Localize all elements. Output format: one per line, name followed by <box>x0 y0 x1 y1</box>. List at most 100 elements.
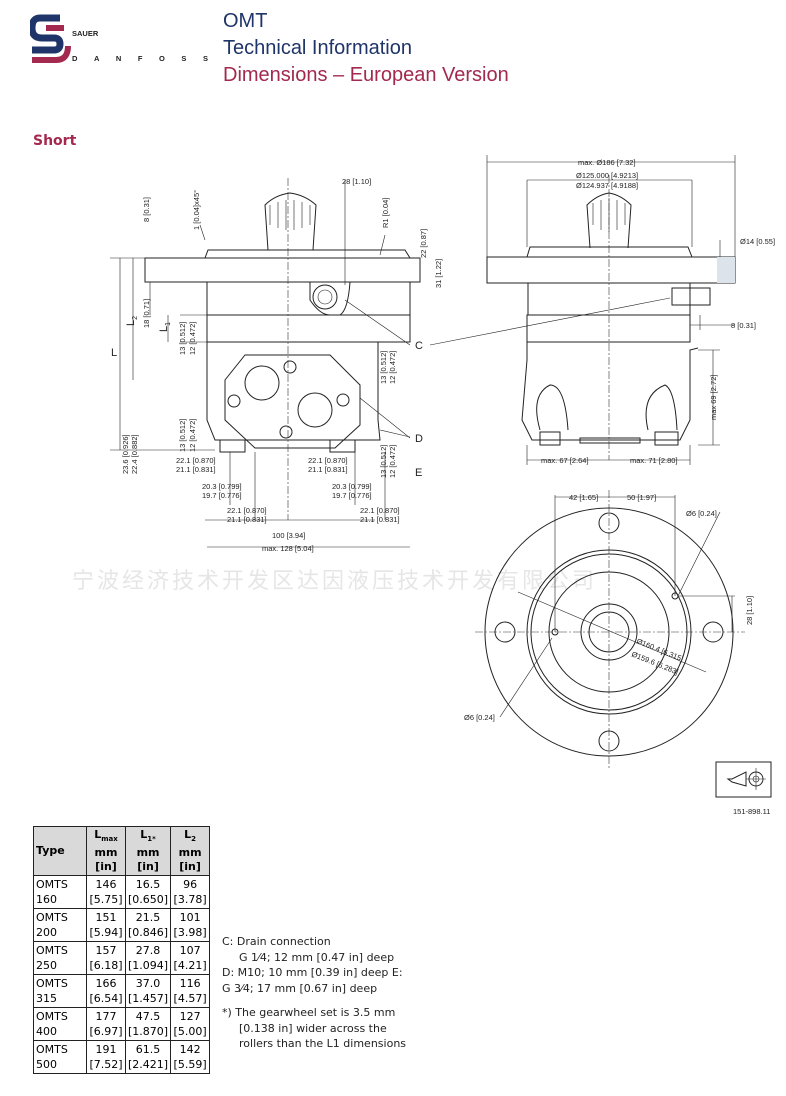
dim-label: 22 [0.87] <box>419 229 428 258</box>
note-c: C: Drain connection <box>222 935 331 948</box>
dim-label: max. 71 [2.80] <box>630 456 678 465</box>
dim-label: 23.6 [0.926] <box>121 434 130 474</box>
dim-label: 12 [0.472] <box>188 322 197 355</box>
header-type: Type <box>33 825 87 877</box>
dim-label: max. Ø186 [7.32] <box>578 158 636 167</box>
dim-label: 18 [0.71] <box>142 299 151 328</box>
dim-label: 13 [0.512] <box>178 419 187 452</box>
dim-label: max. 128 [5.04] <box>262 544 314 553</box>
document-type: Technical Information <box>223 37 412 59</box>
dim-label: 12 [0.472] <box>188 419 197 452</box>
product-name: OMT <box>223 10 268 32</box>
dim-label: 22.1 [0.870] <box>227 506 267 515</box>
dim-label: 22.1 [0.870] <box>308 456 348 465</box>
label-C: C <box>415 340 423 352</box>
dim-label: 28 [1.10] <box>342 177 371 186</box>
label-L: L <box>111 347 117 359</box>
front-view-outline <box>429 155 736 465</box>
table-cell-lmax: 177[6.97] <box>86 1007 126 1042</box>
dim-label: 42 [1.65] <box>569 493 598 502</box>
table-cell-l1: 21.5[0.846] <box>124 908 172 943</box>
table-cell-lmax: 151[5.94] <box>86 908 126 943</box>
table-cell-lmax: 191[7.52] <box>86 1040 126 1075</box>
label-L1: L1 <box>158 322 172 332</box>
dim-label: 8 [0.31] <box>731 321 756 330</box>
footnote-line3: rollers than the L1 dimensions <box>239 1037 407 1050</box>
dim-label: 22.1 [0.870] <box>176 456 216 465</box>
table-cell-l1: 61.5[2.421] <box>124 1040 172 1075</box>
table-cell-lmax: 157[6.18] <box>86 941 126 976</box>
dim-label: 22.1 [0.870] <box>360 506 400 515</box>
variant-heading: Short <box>33 133 77 149</box>
dim-label: 13 [0.512] <box>379 445 388 478</box>
sauer-danfoss-logo: SAUER DANFOSS <box>30 14 208 63</box>
technical-drawing: 宁波经济技术开发区达因液压技术开发有限公司 28 [1.10] 1 [0.04]… <box>72 155 775 816</box>
dim-label: 20.3 [0.799] <box>202 482 242 491</box>
table-cell-l2: 107[4.21] <box>170 941 211 976</box>
dim-label: 50 [1.97] <box>627 493 656 502</box>
logo-text-danfoss: DANFOSS <box>72 54 208 63</box>
note-c-detail: G 1⁄4; 12 mm [0.47 in] deep <box>239 950 395 964</box>
table-cell-l1: 37.0[1.457] <box>124 974 172 1009</box>
notes: C: Drain connection G 1⁄4; 12 mm [0.47 i… <box>222 934 406 1052</box>
dim-label: 21.1 [0.831] <box>360 515 400 524</box>
table-cell-l1: 47.5[1.870] <box>124 1007 172 1042</box>
label-D: D <box>415 433 423 445</box>
table-cell-lmax: 146[5.75] <box>86 875 126 910</box>
dim-label: 19.7 [0.776] <box>202 491 242 500</box>
dim-label: Ø6 [0.24] <box>464 713 495 722</box>
drawing-number: 151-898.11 <box>733 807 770 816</box>
dim-label: max 69 [2.72] <box>709 375 718 420</box>
dim-label: 12 [0.472] <box>388 351 397 384</box>
dim-label: Ø125.000 [4.9213] <box>576 171 638 180</box>
dim-label: 13 [0.512] <box>178 322 187 355</box>
label-L2: L2 <box>125 316 139 326</box>
table-cell-l2: 101[3.98] <box>170 908 211 943</box>
header-l1: L1*mm[in] <box>124 825 172 877</box>
dim-label: 31 [1.22] <box>434 259 443 288</box>
dim-label: Ø6 [0.24] <box>686 509 717 518</box>
footnote: *) The gearwheel set is 3.5 mm <box>222 1006 396 1019</box>
table-cell-l2: 116[4.57] <box>170 974 211 1009</box>
dim-label: 19.7 [0.776] <box>332 491 372 500</box>
table-cell-l2: 127[5.00] <box>170 1007 211 1042</box>
table-cell-l2: 142[5.59] <box>170 1040 211 1075</box>
dim-label: 21.1 [0.831] <box>227 515 267 524</box>
dim-label: 28 [1.10] <box>745 596 754 625</box>
dim-label: Ø124.937 [4.9188] <box>576 181 638 190</box>
dim-label: 100 [3.94] <box>272 531 305 540</box>
side-view-outline <box>110 178 421 548</box>
dim-label: R1 [0.04] <box>381 198 390 228</box>
dim-label: 22.4 [0.882] <box>130 434 139 474</box>
projection-symbol-icon <box>715 761 772 798</box>
note-e: G 3⁄4; 17 mm [0.67 in] deep <box>222 981 378 995</box>
table-cell-lmax: 166[6.54] <box>86 974 126 1009</box>
note-d: D: M10; 10 mm [0.39 in] deep E: <box>222 966 403 979</box>
dim-label: Ø14 [0.55] <box>740 237 775 246</box>
dim-label: 20.3 [0.799] <box>332 482 372 491</box>
logo-text-sauer: SAUER <box>72 29 99 38</box>
flange-view-outline <box>475 490 745 770</box>
dim-label: 21.1 [0.831] <box>308 465 348 474</box>
footnote-line2: [0.138 in] wider across the <box>239 1021 387 1035</box>
table-cell-l1: 27.8[1.094] <box>124 941 172 976</box>
watermark: 宁波经济技术开发区达因液压技术开发有限公司 <box>72 569 597 594</box>
dim-label: 13 [0.512] <box>379 351 388 384</box>
